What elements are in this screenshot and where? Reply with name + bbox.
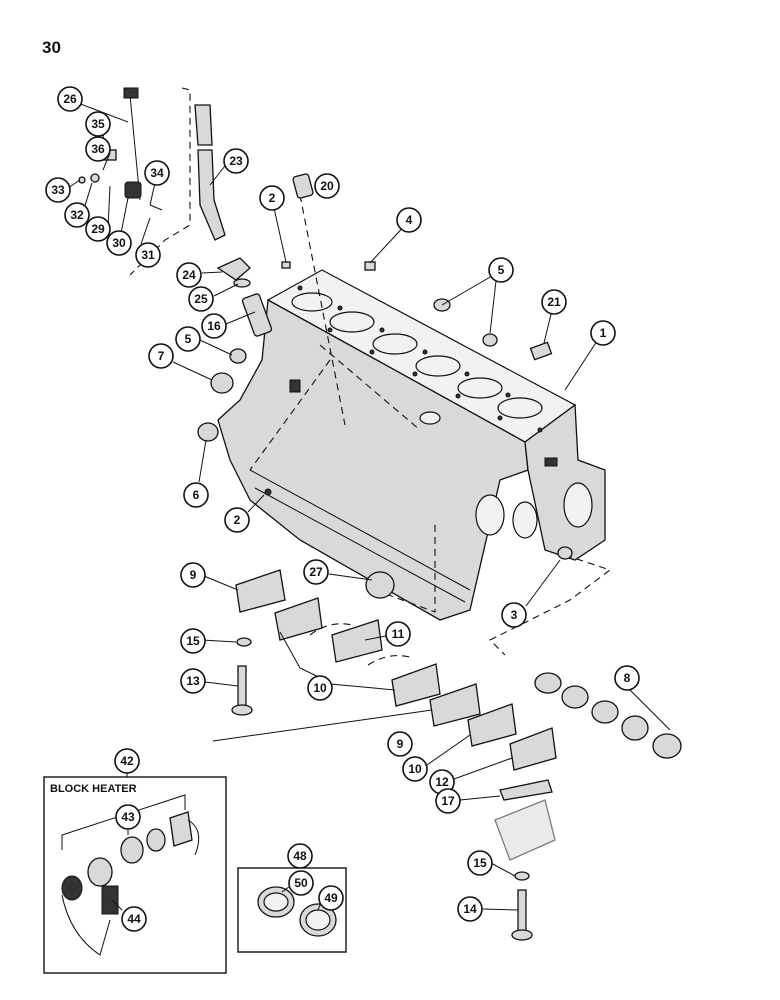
callout-5-top: 5 [488, 257, 514, 283]
callout-34: 34 [144, 160, 170, 186]
callout-44: 44 [121, 906, 147, 932]
svg-text:2: 2 [269, 191, 276, 205]
svg-text:24: 24 [182, 268, 196, 282]
callout-36: 36 [85, 136, 111, 162]
svg-text:49: 49 [324, 891, 338, 905]
callout-15-bottom: 15 [467, 850, 493, 876]
callout-48: 48 [287, 843, 313, 869]
svg-text:8: 8 [624, 671, 631, 685]
svg-text:9: 9 [397, 737, 404, 751]
svg-text:6: 6 [193, 488, 200, 502]
callout-1: 1 [590, 320, 616, 346]
page-number: 30 [42, 38, 61, 57]
svg-text:23: 23 [229, 154, 243, 168]
callout-14: 14 [457, 896, 483, 922]
main-bearing-caps [235, 569, 557, 801]
svg-text:26: 26 [63, 92, 77, 106]
callout-24: 24 [176, 262, 202, 288]
callout-9-bottom: 9 [387, 731, 413, 757]
svg-text:10: 10 [313, 681, 327, 695]
callout-29: 29 [85, 216, 111, 242]
svg-text:34: 34 [150, 166, 164, 180]
callout-11: 11 [385, 621, 411, 647]
callout-42: 42 [114, 748, 140, 774]
small-parts [197, 173, 573, 599]
callout-27: 27 [303, 559, 329, 585]
callout-7: 7 [148, 343, 174, 369]
callout-30: 30 [106, 230, 132, 256]
block-heater-label: BLOCK HEATER [50, 783, 137, 795]
svg-text:32: 32 [70, 208, 84, 222]
callout-2-top: 2 [259, 185, 285, 211]
callout-15-top: 15 [180, 628, 206, 654]
svg-text:30: 30 [112, 236, 126, 250]
svg-text:31: 31 [141, 248, 155, 262]
callout-6: 6 [183, 482, 209, 508]
svg-text:13: 13 [186, 674, 200, 688]
svg-text:12: 12 [435, 775, 449, 789]
svg-text:1: 1 [600, 326, 607, 340]
callout-26: 26 [57, 86, 83, 112]
svg-text:43: 43 [121, 810, 135, 824]
svg-text:20: 20 [320, 179, 334, 193]
svg-text:50: 50 [294, 876, 308, 890]
callout-33: 33 [45, 177, 71, 203]
svg-text:9: 9 [190, 568, 197, 582]
svg-text:35: 35 [91, 117, 105, 131]
callout-43: 43 [115, 804, 141, 830]
svg-text:16: 16 [207, 319, 221, 333]
callout-31: 31 [135, 242, 161, 268]
block-heater-kit: BLOCK HEATER [43, 776, 227, 974]
svg-text:48: 48 [293, 849, 307, 863]
callout-2-bottom: 2 [224, 507, 250, 533]
svg-text:17: 17 [441, 794, 455, 808]
callout-23: 23 [223, 148, 249, 174]
callout-32: 32 [64, 202, 90, 228]
callout-12: 12 [429, 769, 455, 795]
callout-21: 21 [541, 289, 567, 315]
svg-text:36: 36 [91, 142, 105, 156]
callout-25: 25 [188, 286, 214, 312]
cap-bolts [231, 637, 556, 941]
callout-8: 8 [614, 665, 640, 691]
callout-35: 35 [85, 111, 111, 137]
callout-4: 4 [396, 207, 422, 233]
svg-text:10: 10 [408, 762, 422, 776]
svg-text:42: 42 [120, 754, 134, 768]
svg-text:15: 15 [186, 634, 200, 648]
dipstick-assembly [78, 87, 226, 241]
callout-10-left: 10 [307, 675, 333, 701]
svg-text:11: 11 [392, 627, 405, 641]
svg-text:15: 15 [473, 856, 487, 870]
svg-text:44: 44 [127, 912, 141, 926]
callout-9-top: 9 [180, 562, 206, 588]
svg-text:2: 2 [234, 513, 241, 527]
svg-text:25: 25 [194, 292, 208, 306]
svg-text:5: 5 [185, 332, 192, 346]
callout-49: 49 [318, 885, 344, 911]
callout-5-left: 5 [175, 326, 201, 352]
svg-text:3: 3 [511, 608, 518, 622]
svg-text:7: 7 [158, 349, 165, 363]
svg-text:21: 21 [547, 295, 561, 309]
svg-text:14: 14 [463, 902, 477, 916]
cam-bushings [534, 672, 682, 759]
assembly-lines [129, 87, 612, 656]
callout-50: 50 [288, 870, 314, 896]
engine-block [217, 269, 606, 621]
seal-kit [237, 867, 347, 953]
svg-text:33: 33 [51, 183, 65, 197]
callout-3: 3 [501, 602, 527, 628]
svg-text:27: 27 [309, 565, 323, 579]
svg-text:4: 4 [406, 213, 413, 227]
svg-text:29: 29 [91, 222, 105, 236]
callout-13: 13 [180, 668, 206, 694]
callout-17: 17 [435, 788, 461, 814]
svg-text:5: 5 [498, 263, 505, 277]
callout-10-bottom: 10 [402, 756, 428, 782]
callout-20: 20 [314, 173, 340, 199]
callout-16: 16 [201, 313, 227, 339]
